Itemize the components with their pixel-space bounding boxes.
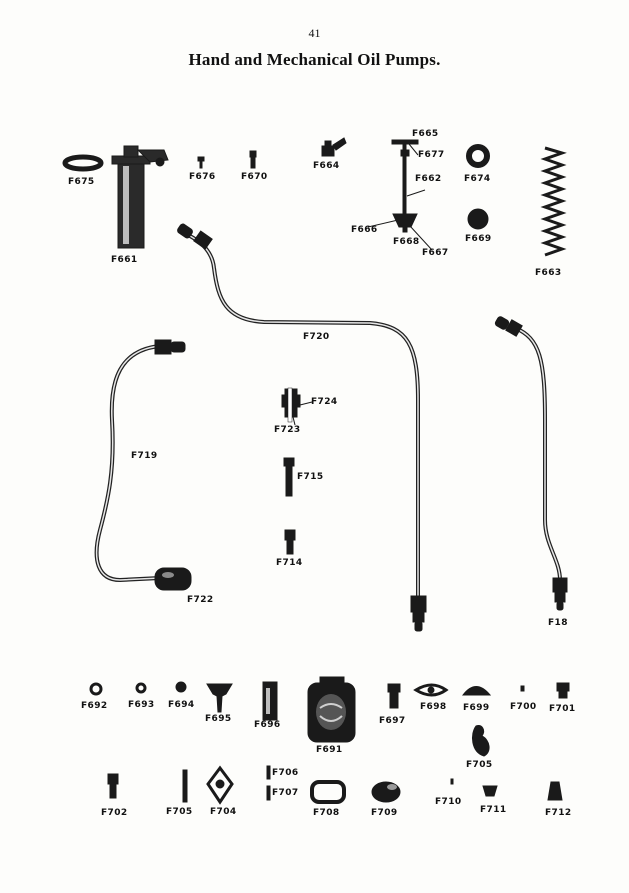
part-f695-funnel — [206, 683, 233, 713]
leader-f662 — [406, 189, 426, 197]
label-f692: F692 — [81, 701, 108, 711]
label-f724: F724 — [311, 397, 338, 407]
label-f663: F663 — [535, 268, 562, 278]
page-number: 41 — [308, 26, 321, 40]
part-f675-washer — [62, 154, 104, 172]
leader-f667 — [409, 225, 433, 251]
part-f699-cover — [461, 686, 492, 696]
label-f710: F710 — [435, 797, 462, 807]
part-f670-bolt — [249, 150, 257, 169]
label-f667: F667 — [422, 248, 449, 258]
label-f714: F714 — [276, 558, 303, 568]
leader-f723 — [292, 416, 296, 426]
label-f665: F665 — [412, 129, 439, 139]
label-f697: F697 — [379, 716, 406, 726]
label-f707: F707 — [272, 788, 299, 798]
part-f697-nipple — [387, 683, 401, 709]
label-f698: F698 — [420, 702, 447, 712]
label-f691: F691 — [316, 745, 343, 755]
page-title: Hand and Mechanical Oil Pumps. — [188, 50, 441, 69]
part-f674-ring — [466, 144, 490, 168]
label-f708: F708 — [313, 808, 340, 818]
label-f722: F722 — [187, 595, 214, 605]
label-f723: F723 — [274, 425, 301, 435]
part-f669-disc — [467, 208, 489, 230]
part-f698-flange — [413, 683, 449, 697]
part-f709-valve — [371, 781, 401, 803]
part-f661-pump-barrel — [111, 145, 169, 249]
label-f669: F669 — [465, 234, 492, 244]
label-f705-handle: F705 — [466, 760, 493, 770]
label-f720: F720 — [303, 332, 330, 342]
part-f707-pin — [266, 785, 271, 801]
leader-f677 — [408, 143, 419, 156]
leader-f724 — [299, 401, 313, 406]
label-f675: F675 — [68, 177, 95, 187]
label-f706: F706 — [272, 768, 299, 778]
part-f711-cap — [482, 785, 498, 797]
label-f666: F666 — [351, 225, 378, 235]
part-f720-pipe — [177, 223, 427, 632]
label-f711: F711 — [480, 805, 507, 815]
part-f722-union — [154, 567, 192, 591]
part-f18-pipe — [494, 316, 568, 611]
label-f18: F18 — [548, 618, 568, 628]
part-f723-screw-assembly — [281, 387, 301, 423]
part-f705-handle — [471, 725, 490, 757]
label-f702: F702 — [101, 808, 128, 818]
label-f664: F664 — [313, 161, 340, 171]
label-f719: F719 — [131, 451, 158, 461]
part-f712-cone — [547, 781, 563, 801]
part-f715-bolt — [283, 457, 295, 497]
part-f664-tap — [321, 137, 347, 157]
label-f712: F712 — [545, 808, 572, 818]
part-f662-plunger-rod — [391, 139, 419, 233]
label-f715: F715 — [297, 472, 324, 482]
part-f694-ball — [175, 681, 187, 693]
label-f694: F694 — [168, 700, 195, 710]
label-f674: F674 — [464, 174, 491, 184]
label-f668: F668 — [393, 237, 420, 247]
label-f693: F693 — [128, 700, 155, 710]
part-f704-bracket — [206, 765, 234, 805]
part-f701-nut — [556, 682, 570, 699]
label-f704: F704 — [210, 807, 237, 817]
label-f699: F699 — [463, 703, 490, 713]
part-f705-rod — [182, 769, 188, 803]
part-f702-screw — [107, 773, 119, 799]
part-f676-screw — [197, 156, 205, 169]
part-f719-pipe — [94, 339, 186, 583]
part-f696-union — [262, 681, 278, 721]
part-f706-pin — [266, 765, 271, 780]
part-f708-gasket — [310, 780, 346, 804]
label-f705-rod: F705 — [166, 807, 193, 817]
label-f701: F701 — [549, 704, 576, 714]
part-f700-pin — [520, 685, 525, 692]
part-f693-ring — [135, 682, 147, 694]
label-f677: F677 — [418, 150, 445, 160]
label-f661: F661 — [111, 255, 138, 265]
label-f670: F670 — [241, 172, 268, 182]
label-f695: F695 — [205, 714, 232, 724]
part-f710-pin — [450, 778, 454, 785]
part-f714-bolt — [284, 529, 296, 555]
part-f691-pump-body — [307, 676, 356, 743]
part-f692-ring — [89, 682, 103, 696]
label-f709: F709 — [371, 808, 398, 818]
label-f662: F662 — [415, 174, 442, 184]
label-f700: F700 — [510, 702, 537, 712]
part-f663-spring — [540, 146, 567, 257]
leader-f666 — [367, 219, 399, 228]
label-f676: F676 — [189, 172, 216, 182]
label-f696: F696 — [254, 720, 281, 730]
